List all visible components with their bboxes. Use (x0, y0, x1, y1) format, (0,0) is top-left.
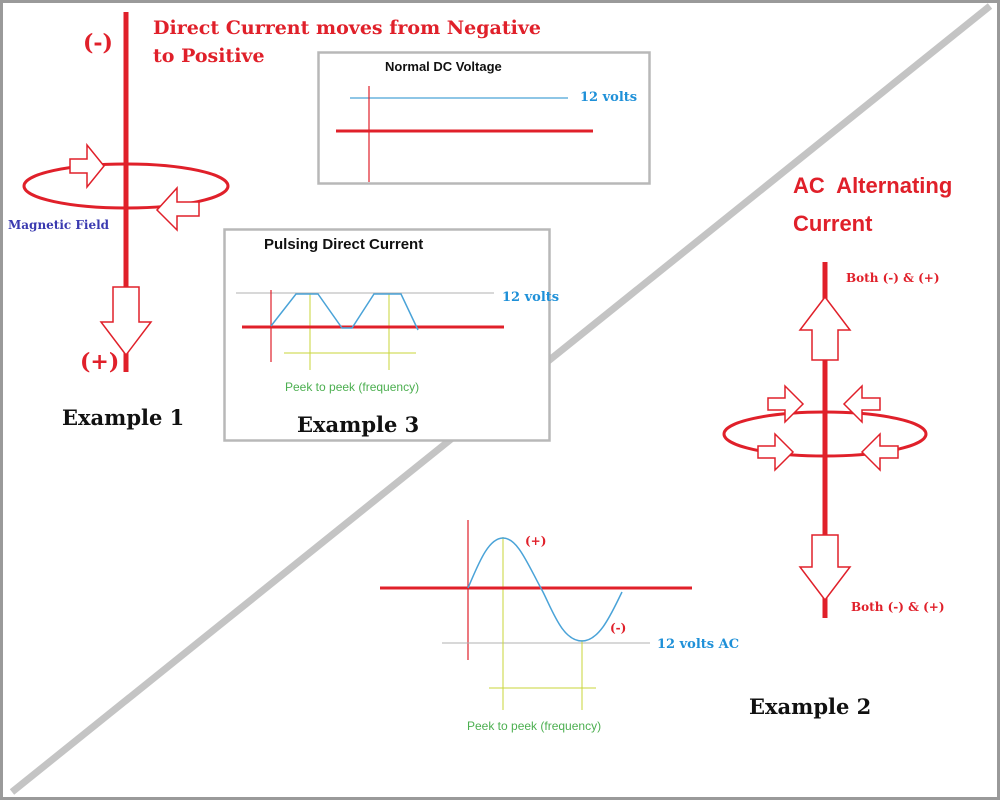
ac-wave-frequency-label: Peek to peek (frequency) (467, 719, 601, 733)
normal-dc-box (317, 51, 651, 185)
dc-title-line2: to Positive (153, 45, 265, 67)
ac-current-down-arrow-icon (798, 534, 852, 602)
pulsing-dc-frequency-label: Peek to peek (frequency) (285, 380, 419, 394)
pulsing-dc-waveform (270, 293, 419, 331)
example-3-label: Example 3 (297, 412, 419, 437)
pulsing-dc-voltage-label: 12 volts (502, 290, 559, 305)
ac-top-label: Both (-) & (+) (846, 271, 940, 285)
dc-positive-label: (+) (80, 349, 119, 375)
ac-bottom-label: Both (-) & (+) (851, 600, 945, 614)
ac-wave-positive-label: (+) (525, 534, 546, 548)
dc-current-down-arrow-icon (99, 286, 153, 357)
magnetic-field-label: Magnetic Field (8, 218, 110, 232)
dc-negative-label: (-) (83, 30, 113, 56)
example-2-label: Example 2 (749, 694, 871, 719)
normal-dc-voltage-label: 12 volts (580, 90, 637, 105)
dc-title-line1: Direct Current moves from Negative (153, 17, 541, 39)
normal-dc-title: Normal DC Voltage (385, 59, 502, 74)
pulsing-dc-box (223, 228, 551, 442)
ac-field-arrow-left-top-icon (842, 384, 881, 424)
ac-sine-waveform (467, 537, 623, 642)
dc-field-arrow-left-icon (155, 186, 200, 232)
ac-field-arrow-right-bottom-icon (757, 432, 795, 472)
ac-wave-negative-label: (-) (610, 621, 626, 635)
ac-field-arrow-left-bottom-icon (860, 432, 899, 472)
ac-current-up-arrow-icon (798, 295, 852, 361)
dc-field-arrow-right-icon (69, 142, 105, 190)
pulsing-dc-title: Pulsing Direct Current (264, 236, 423, 253)
ac-title-line1: AC Alternating (793, 173, 952, 198)
ac-field-arrow-right-top-icon (767, 384, 805, 424)
ac-title-line2: Current (793, 211, 873, 236)
ac-magnetic-field-loop (722, 410, 928, 458)
example-1-label: Example 1 (62, 405, 184, 430)
ac-wave-voltage-label: 12 volts AC (657, 637, 739, 652)
dc-magnetic-field-loop (22, 162, 230, 210)
